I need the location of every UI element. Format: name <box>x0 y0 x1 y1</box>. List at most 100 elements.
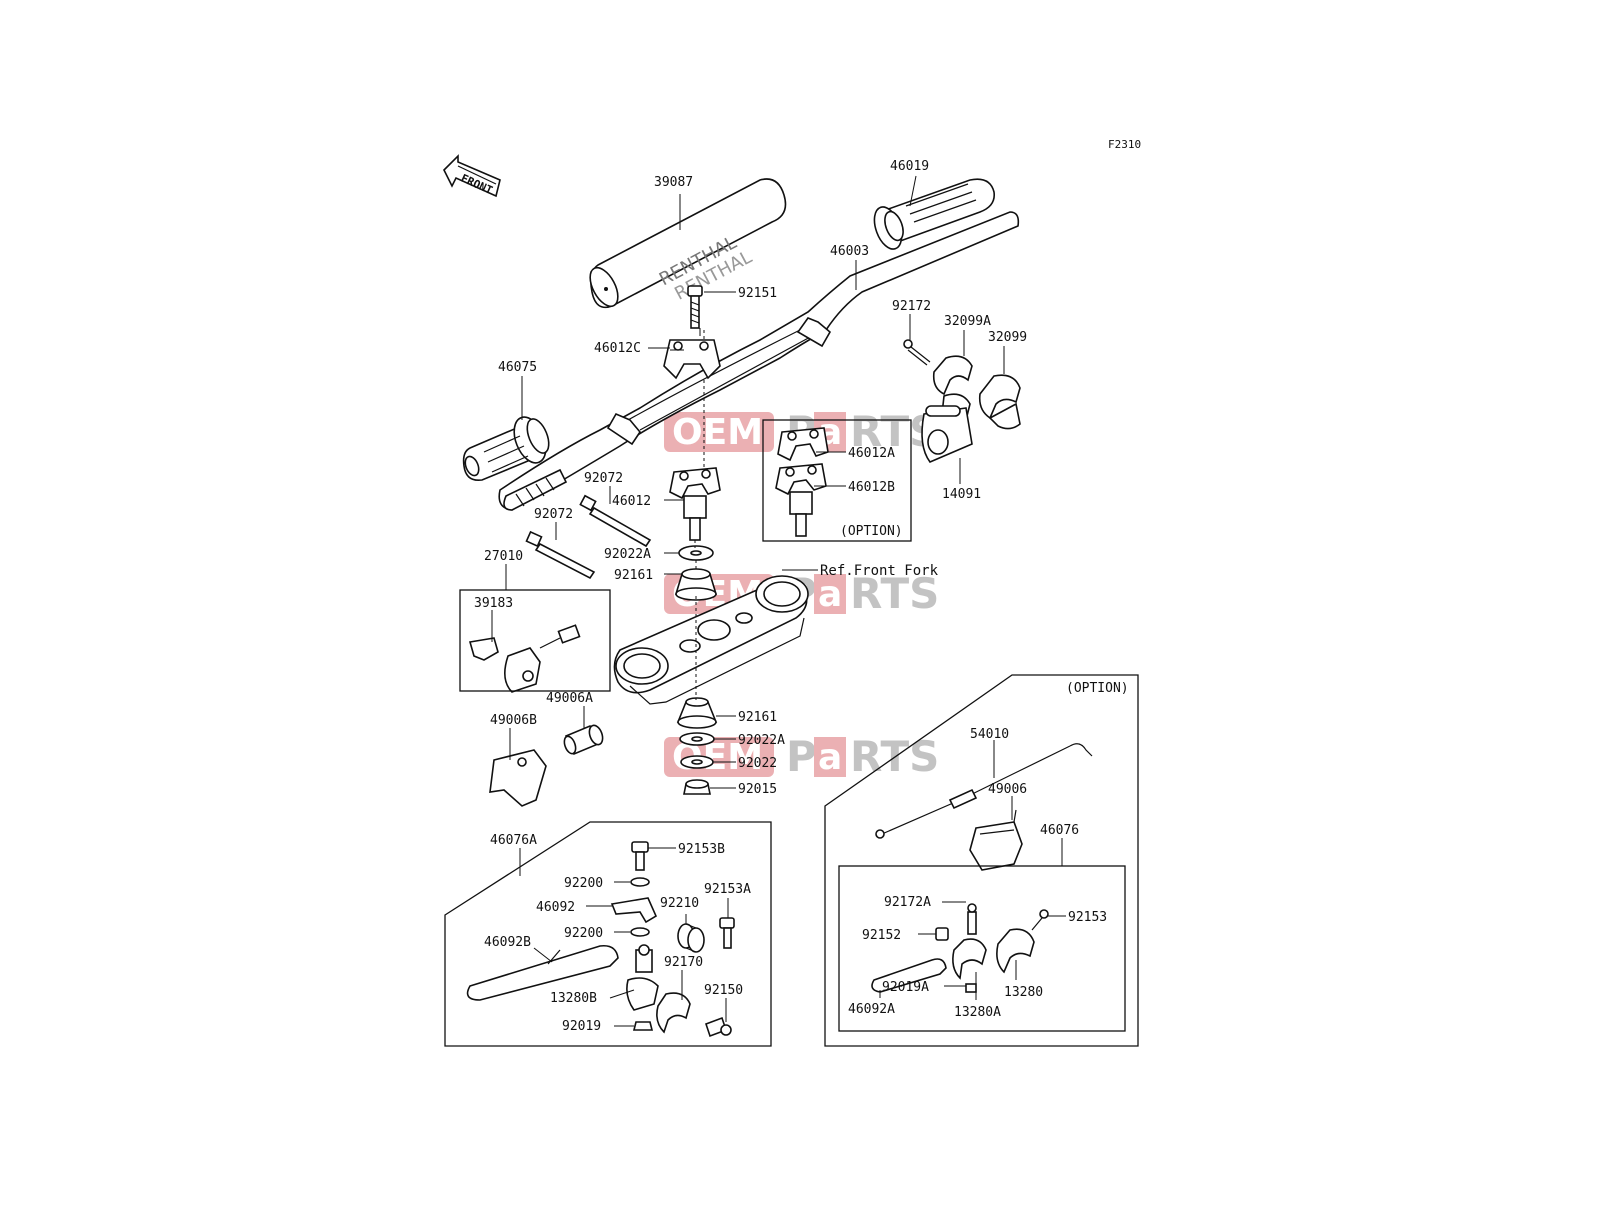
part-label-46012a: 46012A <box>848 446 895 461</box>
part-label-92172: 92172 <box>892 299 931 314</box>
ref-front-fork-note: Ref.Front Fork <box>820 563 939 579</box>
part-label-46003: 46003 <box>830 244 869 259</box>
front-arrow-icon: FRONT <box>443 154 501 197</box>
part-label-32099: 32099 <box>988 330 1027 345</box>
part-label-92200-lower: 92200 <box>564 926 603 941</box>
part-label-92015: 92015 <box>738 782 777 797</box>
option-box-lever-46076 <box>838 865 1126 1032</box>
hot-start-cover-49006b <box>489 749 547 807</box>
leader-lines <box>491 175 1066 1027</box>
option-box-clamps <box>762 419 912 542</box>
part-label-54010: 54010 <box>970 727 1009 742</box>
nut-92015 <box>683 779 711 795</box>
part-label-92210: 92210 <box>660 896 699 911</box>
part-label-14091: 14091 <box>942 487 981 502</box>
watermark-p-text: P <box>786 732 817 781</box>
figure-code: F2310 <box>1108 138 1141 151</box>
lever-46092a <box>871 958 947 993</box>
pin-92152 <box>935 927 949 941</box>
washer-92022a-upper <box>678 545 714 561</box>
handlebar-pad: RENTHAL RENTHAL <box>589 178 787 309</box>
switch-housing-32099 <box>978 374 1021 430</box>
part-label-92153a: 92153A <box>704 882 751 897</box>
watermark-badge <box>664 412 774 452</box>
clamp-46012b <box>775 463 827 537</box>
clamp-46012c <box>663 339 721 380</box>
bolt-92150 <box>704 1016 732 1038</box>
switch-box-27010 <box>459 589 611 692</box>
bolt-92153a <box>719 917 735 949</box>
part-label-46012c: 46012C <box>594 341 641 356</box>
cable-tie-lower <box>525 530 596 580</box>
washer-92022a-lower <box>679 732 715 746</box>
clamp-46012a <box>777 427 829 462</box>
bolt-92153b <box>631 841 649 871</box>
part-label-39183: 39183 <box>474 596 513 611</box>
bolt-92151 <box>687 285 703 329</box>
cable-54010 <box>875 743 1093 839</box>
part-label-46012: 46012 <box>612 494 651 509</box>
triple-clamp <box>613 575 809 705</box>
hot-start-lever-49006a <box>563 724 604 756</box>
kill-switch-39183 <box>468 624 581 693</box>
part-label-13280a: 13280A <box>954 1005 1001 1020</box>
part-label-46092: 46092 <box>536 900 575 915</box>
part-label-92153: 92153 <box>1068 910 1107 925</box>
cable-tie-upper <box>579 494 652 548</box>
part-label-92153b: 92153B <box>678 842 725 857</box>
part-label-92072-upper: 92072 <box>584 471 623 486</box>
clamp-46012 <box>669 467 721 541</box>
handlebar <box>498 211 1020 511</box>
hot-start-49006 <box>969 809 1023 871</box>
watermark-oem-text: OEM <box>672 412 763 453</box>
watermark-a-block <box>814 737 846 777</box>
part-label-92172a: 92172A <box>884 895 931 910</box>
part-label-27010: 27010 <box>484 549 523 564</box>
option-label-clamps: (OPTION) <box>840 524 903 539</box>
bar-end-knurl <box>503 468 568 511</box>
watermark-a-text: a <box>818 737 842 778</box>
part-label-92022a-upper: 92022A <box>604 547 651 562</box>
part-label-92072-lower: 92072 <box>534 507 573 522</box>
option-label-hot-start: (OPTION) <box>1066 681 1129 696</box>
part-label-13280b: 13280B <box>550 991 597 1006</box>
part-label-46092a: 46092A <box>848 1002 895 1017</box>
part-label-92022a-lower: 92022A <box>738 733 785 748</box>
part-label-92161-lower: 92161 <box>738 710 777 725</box>
part-label-92151: 92151 <box>738 286 777 301</box>
screw-92153 <box>1031 909 1049 931</box>
part-labels: 39087 46019 46003 92151 46012C 92172 320… <box>474 159 1129 1034</box>
right-grip <box>873 178 996 250</box>
adjuster-46092 <box>610 897 658 924</box>
part-label-92200-upper: 92200 <box>564 876 603 891</box>
part-label-46092b: 46092B <box>484 935 531 950</box>
nut-92019 <box>632 1021 654 1031</box>
part-label-46075: 46075 <box>498 360 537 375</box>
washer-92022 <box>680 755 714 769</box>
part-label-46076a: 46076A <box>490 833 537 848</box>
washer-92200-lower <box>630 927 650 937</box>
box-lever-46076a <box>444 821 772 1047</box>
watermark-a-text: a <box>818 574 842 615</box>
lever-holder-13280b <box>626 944 659 1011</box>
left-grip <box>462 416 550 482</box>
watermark-a-block <box>814 574 846 614</box>
screw-92172 <box>903 339 931 366</box>
rubber-damper-lower <box>676 697 718 729</box>
part-label-49006: 49006 <box>988 782 1027 797</box>
part-label-46019: 46019 <box>890 159 929 174</box>
clamp-92170 <box>656 992 691 1034</box>
part-label-32099a: 32099A <box>944 314 991 329</box>
part-label-46076: 46076 <box>1040 823 1079 838</box>
part-label-49006b: 49006B <box>490 713 537 728</box>
part-label-92150: 92150 <box>704 983 743 998</box>
part-label-46012b: 46012B <box>848 480 895 495</box>
washer-92200-upper <box>630 877 650 887</box>
option-box-hot-start <box>824 674 1139 1047</box>
clamp-13280 <box>996 928 1035 974</box>
part-label-13280: 13280 <box>1004 985 1043 1000</box>
part-label-92022: 92022 <box>738 756 777 771</box>
part-label-49006a: 49006A <box>546 691 593 706</box>
